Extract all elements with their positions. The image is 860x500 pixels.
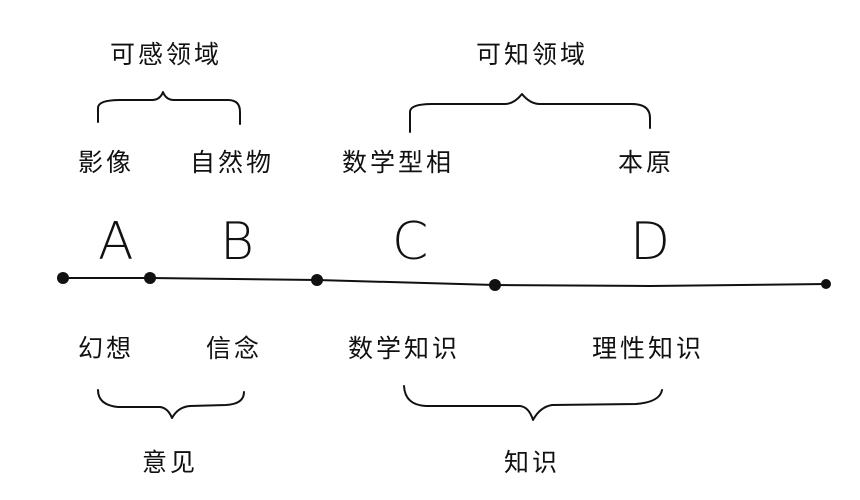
line-point-5 — [821, 279, 831, 289]
knowledge-label: 知识 — [504, 448, 561, 477]
line-point-1 — [57, 272, 69, 284]
rational-knowledge-label: 理性知识 — [592, 334, 705, 363]
knowledge-brace — [403, 385, 663, 421]
visible-realm-label: 可感领域 — [110, 40, 223, 69]
natural-things-label: 自然物 — [190, 148, 275, 177]
visible-realm-brace — [97, 91, 241, 125]
mathematical-forms-label: 数学型相 — [342, 148, 455, 177]
intelligible-realm-label: 可知领域 — [476, 40, 589, 69]
divided-line — [62, 277, 827, 287]
segment-letter-a: A — [98, 212, 134, 272]
intelligible-realm-brace — [409, 93, 651, 133]
line-point-3 — [311, 274, 323, 286]
line-point-4 — [489, 279, 501, 291]
segment-letter-c: C — [392, 212, 429, 272]
images-label: 影像 — [78, 148, 135, 177]
segment-letter-d: D — [630, 212, 671, 272]
originals-label: 本原 — [618, 148, 675, 177]
line-point-2 — [144, 272, 156, 284]
segment-letter-b: B — [220, 212, 255, 272]
opinion-brace — [97, 389, 245, 419]
opinion-label: 意见 — [142, 448, 199, 477]
imagination-label: 幻想 — [78, 334, 135, 363]
mathematical-knowledge-label: 数学知识 — [348, 334, 461, 363]
belief-label: 信念 — [206, 334, 263, 363]
